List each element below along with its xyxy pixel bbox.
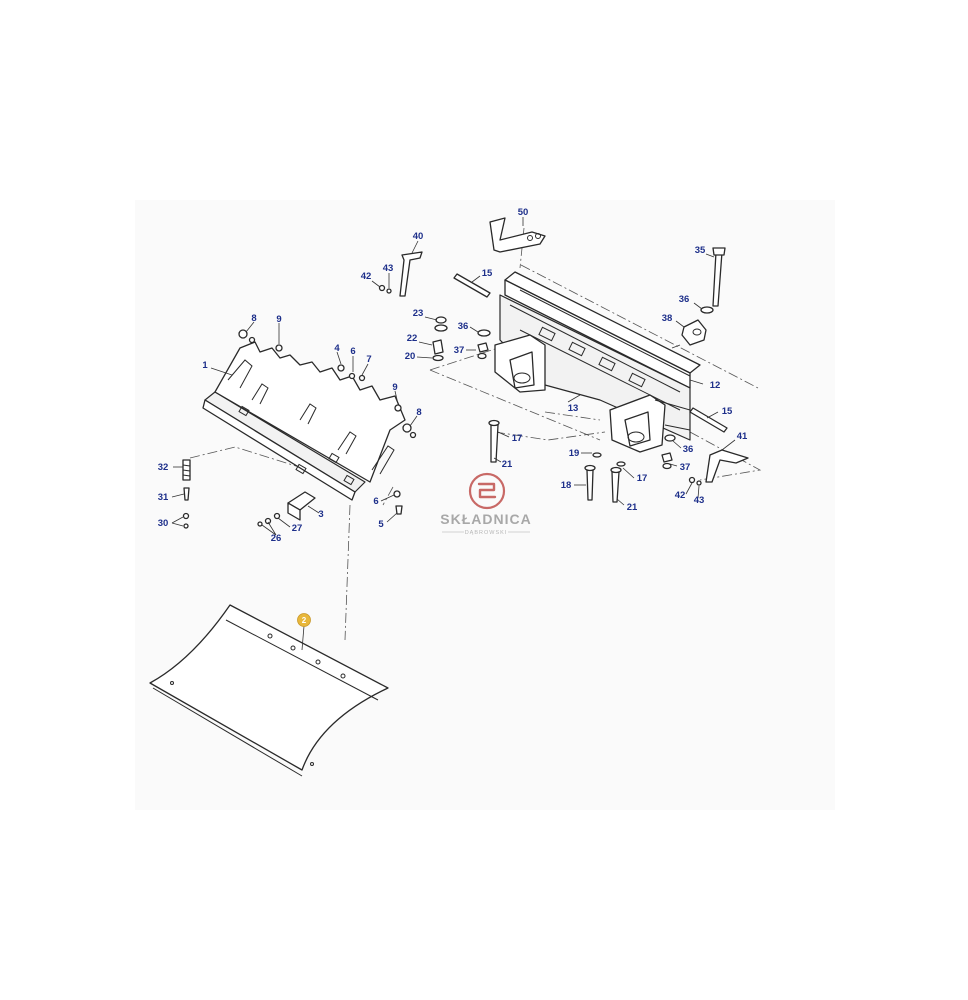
callout-1: 1	[202, 360, 208, 371]
watermark-subtitle: DĄBROWSKI	[465, 530, 508, 536]
bushing-38	[681, 319, 707, 346]
callout-15: 15	[482, 268, 493, 279]
callout-43: 43	[383, 263, 394, 274]
callout-8: 8	[416, 407, 421, 418]
callout-40: 40	[413, 231, 424, 242]
callout-9: 9	[392, 382, 397, 393]
callout-30: 30	[158, 518, 169, 529]
callout-8: 8	[251, 313, 256, 324]
lower-bolts	[488, 419, 626, 503]
callout-labels: 50 40 35 42 43 15 36 38 23 36 22 37 20 1…	[158, 207, 748, 544]
badge-label: 2	[302, 616, 307, 625]
callout-4: 4	[334, 343, 340, 354]
curved-deflector-plate	[149, 604, 389, 777]
comb-hardware	[238, 329, 417, 439]
bolt-35	[712, 251, 723, 307]
actuator-assembly	[257, 491, 316, 527]
callout-9: 9	[276, 314, 281, 325]
bolt-5	[395, 505, 403, 515]
callout-41: 41	[737, 431, 748, 442]
callout-35: 35	[695, 245, 706, 256]
watermark-name: SKŁADNICA	[440, 511, 531, 527]
callout-42: 42	[675, 490, 686, 501]
comb-plate	[202, 341, 406, 501]
callout-27: 27	[292, 523, 303, 534]
bracket-41	[705, 449, 749, 483]
callout-23: 23	[413, 308, 424, 319]
callout-17: 17	[512, 433, 523, 444]
spring-assembly	[182, 459, 191, 529]
pin-right	[689, 407, 728, 433]
callout-36: 36	[458, 321, 469, 332]
post-40	[399, 251, 423, 297]
callout-17: 17	[637, 473, 648, 484]
callout-32: 32	[158, 462, 169, 473]
callout-42: 42	[361, 271, 372, 282]
callout-50: 50	[518, 207, 529, 218]
callout-21: 21	[627, 502, 638, 513]
callout-5: 5	[378, 519, 384, 530]
watermark-logo: SKŁADNICA DĄBROWSKI	[440, 472, 531, 536]
callout-21: 21	[502, 459, 513, 470]
callout-12: 12	[710, 380, 721, 391]
callout-37: 37	[454, 345, 465, 356]
nut-6	[393, 490, 401, 498]
callout-43: 43	[694, 495, 705, 506]
mounting-frame	[489, 217, 701, 453]
callout-26: 26	[271, 533, 282, 544]
callout-7: 7	[366, 354, 371, 365]
callout-6: 6	[350, 346, 355, 357]
callout-18: 18	[561, 480, 572, 491]
leader-lines	[171, 217, 736, 536]
right-hardware-stack	[661, 434, 702, 486]
callout-38: 38	[662, 313, 673, 324]
washer-36	[700, 306, 714, 314]
left-hardware-stack	[378, 284, 491, 362]
highlight-badge-part-2[interactable]: 2	[297, 613, 311, 627]
callout-20: 20	[405, 351, 416, 362]
callout-19: 19	[569, 448, 580, 459]
callout-6: 6	[373, 496, 378, 507]
callout-36: 36	[679, 294, 690, 305]
callout-3: 3	[318, 509, 323, 520]
callout-36: 36	[683, 444, 694, 455]
callout-13: 13	[568, 403, 579, 414]
callout-37: 37	[680, 462, 691, 473]
pin-left	[453, 273, 491, 298]
callout-31: 31	[158, 492, 169, 503]
callout-22: 22	[407, 333, 418, 344]
callout-15: 15	[722, 406, 733, 417]
